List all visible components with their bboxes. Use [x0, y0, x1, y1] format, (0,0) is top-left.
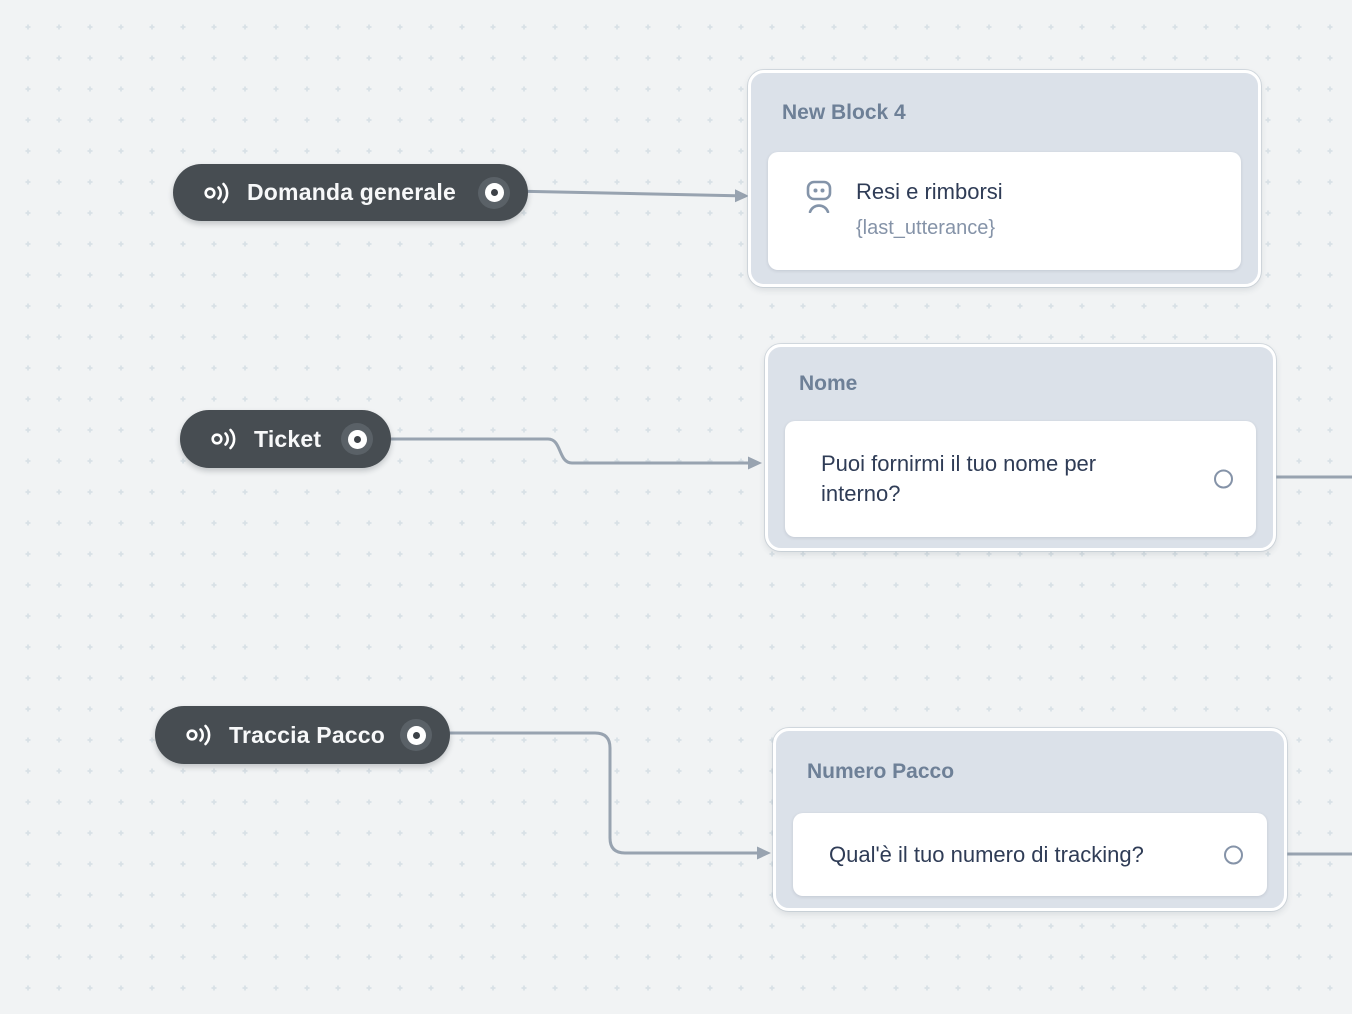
intent-node-ticket[interactable]: Ticket — [180, 410, 391, 468]
intent-utterance-icon — [186, 724, 211, 746]
capture-question-text: Puoi fornirmi il tuo nome per interno? — [821, 451, 1097, 506]
block-new-block-4[interactable]: New Block 4 Resi e rimborsi {last_uttera… — [748, 70, 1261, 287]
block-title[interactable]: New Block 4 — [782, 100, 906, 124]
edge-domanda-generale-to-new-block-4[interactable] — [509, 189, 749, 203]
intent-node-domanda-generale[interactable]: Domanda generale — [173, 164, 528, 221]
block-numero-pacco[interactable]: Numero Pacco Qual'è il tuo numero di tra… — [773, 728, 1287, 911]
port-inner-circle — [406, 725, 426, 745]
block-title[interactable]: Nome — [799, 372, 858, 395]
edge-traccia-pacco-to-numero-pacco[interactable] — [432, 731, 771, 860]
port-dot — [490, 189, 498, 196]
bot-message-texts: Resi e rimborsi {last_utterance} — [856, 177, 1003, 241]
block-title[interactable]: Numero Pacco — [807, 760, 955, 783]
step-output-port[interactable] — [1224, 845, 1243, 864]
intent-node-traccia-pacco[interactable]: Traccia Pacco — [155, 706, 450, 764]
bot-icon — [806, 180, 832, 213]
port-dot — [412, 731, 420, 739]
capture-question-step-card[interactable]: Qual'è il tuo numero di tracking? — [793, 813, 1267, 896]
intent-label: Ticket — [254, 425, 322, 452]
intent-label: Traccia Pacco — [229, 721, 386, 748]
capture-question-text: Qual'è il tuo numero di tracking? — [829, 841, 1144, 867]
capture-question-step-card[interactable]: Puoi fornirmi il tuo nome per interno? — [785, 421, 1256, 537]
intent-label: Domanda generale — [247, 179, 456, 205]
block-nome[interactable]: Nome Puoi fornirmi il tuo nome per inter… — [765, 344, 1276, 551]
step-output-port[interactable] — [1214, 469, 1233, 489]
intent-output-port[interactable] — [478, 176, 510, 209]
port-inner-circle — [484, 183, 504, 202]
intent-output-port[interactable] — [400, 719, 432, 751]
intent-utterance-icon — [204, 182, 229, 203]
bot-message-text: Resi e rimborsi — [856, 179, 1003, 204]
intent-output-port[interactable] — [341, 423, 373, 455]
intent-utterance-icon — [211, 428, 236, 450]
bot-message-variable: {last_utterance} — [856, 217, 995, 239]
port-dot — [353, 435, 361, 443]
port-inner-circle — [347, 429, 367, 449]
bot-message-step-card[interactable]: Resi e rimborsi {last_utterance} — [768, 152, 1241, 270]
edge-ticket-to-nome[interactable] — [372, 437, 762, 470]
